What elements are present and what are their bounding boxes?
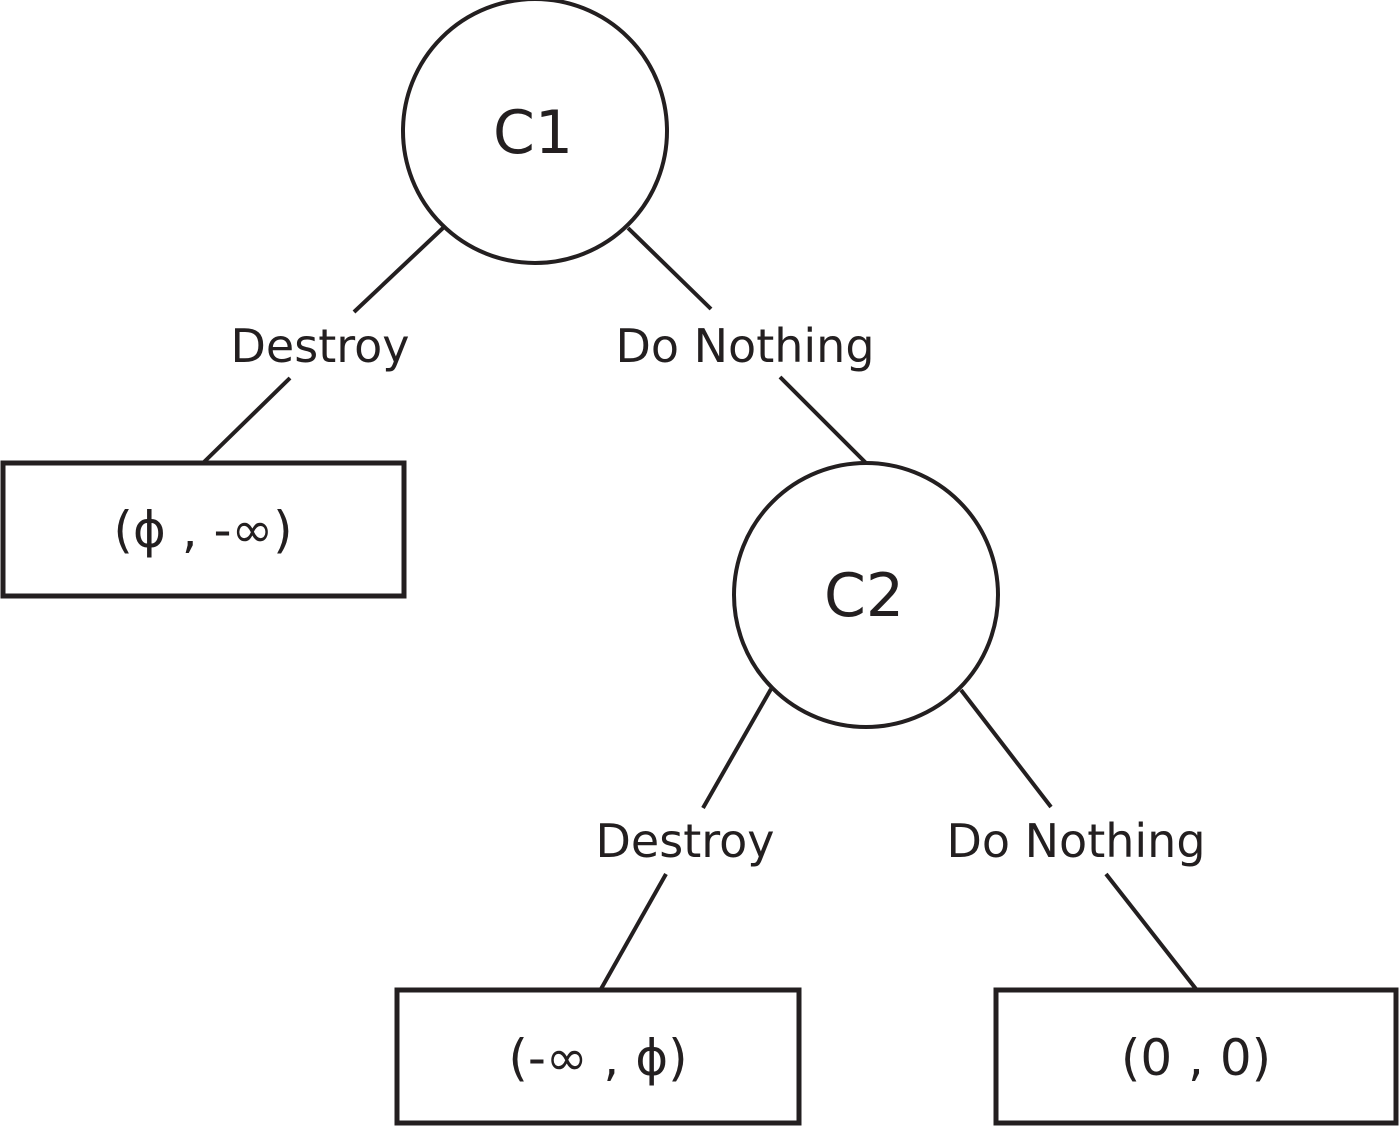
edge-c2-do-nothing-upper xyxy=(959,688,1053,809)
edge-c2-do-nothing-lower xyxy=(1104,872,1198,991)
edge-c1-destroy-upper xyxy=(352,226,445,314)
edge-label-c1-destroy: Destroy xyxy=(231,319,410,373)
edge-c1-destroy-lower xyxy=(202,376,292,464)
edge-label-c2-destroy: Destroy xyxy=(596,814,775,868)
edge-c1-do-nothing-lower xyxy=(778,375,869,466)
payoff-label-leaf1: (ϕ , -∞) xyxy=(113,501,292,559)
edge-c2-destroy-upper xyxy=(701,688,773,809)
decision-node-c1: C1 xyxy=(401,0,669,265)
decision-node-c2: C2 xyxy=(732,461,1000,729)
edge-label-c2-do-nothing: Do Nothing xyxy=(946,814,1205,868)
node-label-c1: C1 xyxy=(493,98,573,168)
edge-c1-do-nothing-upper xyxy=(626,226,713,311)
edge-c2-destroy-lower xyxy=(599,873,668,990)
terminal-node-leaf3: (0 , 0) xyxy=(993,987,1399,1126)
payoff-label-leaf2: (-∞ , ϕ) xyxy=(508,1029,687,1087)
node-label-c2: C2 xyxy=(824,561,904,631)
edge-label-c1-do-nothing: Do Nothing xyxy=(615,319,874,373)
payoff-label-leaf3: (0 , 0) xyxy=(1121,1029,1271,1087)
terminal-node-leaf2: (-∞ , ϕ) xyxy=(394,987,802,1126)
terminal-node-leaf1: (ϕ , -∞) xyxy=(0,460,407,599)
